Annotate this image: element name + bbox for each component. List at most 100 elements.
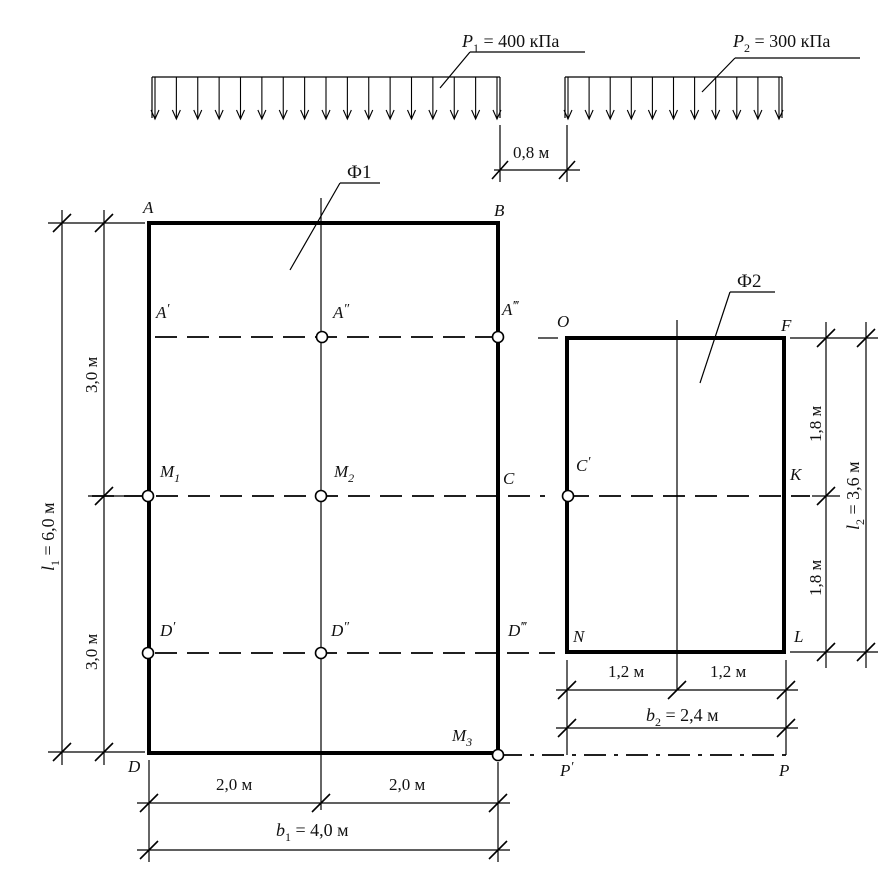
load-p1-arrow-head: [214, 109, 224, 121]
tick-f2-middle: [816, 486, 836, 506]
label-a: A: [142, 198, 154, 217]
load-p2-arrow-head: [774, 109, 784, 121]
dim-f2-top-label: 1,8 м: [806, 406, 825, 443]
load-p1-arrow-head: [193, 109, 203, 121]
tick-h-top: [94, 213, 114, 233]
tick-b1-left: [139, 840, 159, 860]
tick-b-middle: [311, 793, 331, 813]
f2-leader: [699, 291, 731, 384]
dim-b2-right-label: 1,2 м: [710, 662, 747, 681]
label-p1: P′: [559, 760, 574, 780]
tick-l2-bottom: [856, 642, 876, 662]
load-p2-arrow-head: [690, 109, 700, 121]
f2-height-dimensions: 1,8 м 1,8 м l2 = 3,6 м: [790, 322, 878, 668]
load-p2-arrow-head: [584, 109, 594, 121]
load-p2-arrow-head: [732, 109, 742, 121]
gap-tick-right: [558, 160, 576, 180]
foundation-f2-outline: [565, 336, 786, 654]
label-a3: A‴: [501, 299, 519, 319]
load-p1-arrow-head: [300, 109, 310, 121]
label-o: O: [557, 312, 569, 331]
load-p2-label: P2 = 300 кПа: [732, 31, 830, 55]
load-p2-arrow-head: [626, 109, 636, 121]
tick-h-middle: [94, 486, 114, 506]
load-p1-arrow-head: [235, 109, 246, 121]
label-n: N: [572, 627, 586, 646]
load-p2-arrows: [563, 77, 784, 121]
label-d3: D‴: [507, 620, 527, 640]
load-p1-arrow-head: [342, 109, 352, 121]
load-p2-leader: [701, 57, 736, 93]
foundation-f1-outline: [147, 221, 500, 755]
dim-l2-label: l2 = 3,6 м: [843, 461, 867, 530]
point-d1: [141, 646, 155, 660]
load-p1-arrows: [150, 77, 502, 121]
tick-h-bottom: [94, 742, 114, 762]
tick-b2h-right: [776, 680, 796, 700]
label-d: D: [127, 757, 141, 776]
load-p2-diagram: P2 = 300 кПа: [563, 31, 860, 121]
dim-h-top-label: 3,0 м: [82, 357, 101, 394]
load-p1-arrow-head: [257, 109, 267, 121]
dim-f2-bottom-label: 1,8 м: [806, 560, 825, 597]
dim-b-left-label: 2,0 м: [216, 775, 253, 794]
load-p1-arrow-head: [449, 109, 459, 121]
f1-width-dimensions: 2,0 м 2,0 м b1 = 4,0 м: [137, 760, 510, 862]
f1-height-dimensions: l1 = 6,0 м 3,0 м 3,0 м: [38, 210, 145, 765]
load-p1-arrow-head: [321, 109, 331, 121]
load-p1-arrow-head: [278, 109, 288, 121]
gap-dimension: 0,8 м: [491, 125, 580, 182]
load-p2-arrow-head: [605, 109, 615, 121]
load-p2-arrow-head: [668, 109, 679, 121]
load-p1-arrow-head: [406, 109, 417, 121]
load-p1-arrow-head: [385, 109, 395, 121]
load-p2-arrow-head: [753, 109, 763, 121]
label-c: C: [503, 469, 515, 488]
load-p1-leader: [439, 51, 471, 89]
label-m3: M3: [451, 726, 472, 749]
load-p1-arrow-head: [428, 109, 438, 121]
load-p2-arrow-head: [711, 109, 721, 121]
dim-b1-label: b1 = 4,0 м: [276, 820, 349, 844]
label-l: L: [793, 627, 803, 646]
point-c1: [561, 489, 575, 503]
dim-b-right-label: 2,0 м: [389, 775, 426, 794]
label-m2: M2: [333, 462, 354, 485]
load-p1-arrow-head: [492, 109, 502, 121]
point-labels: A B D A′ A″ A‴ M1 M2 M3 C C′ D′ D″ D‴ O …: [127, 198, 803, 780]
foundation-f2-label: Ф2: [737, 271, 762, 292]
foundation-f1: Ф1: [92, 162, 555, 810]
label-b: B: [494, 201, 505, 220]
tick-b2h-middle: [667, 680, 687, 700]
gap-tick-left: [491, 160, 509, 180]
f2-width-dimensions: 1,2 м 1,2 м b2 = 2,4 м: [556, 660, 798, 755]
point-m3: [491, 748, 505, 762]
point-m2: [314, 489, 328, 503]
tick-f2-bottom: [816, 642, 836, 662]
tick-f2-top: [816, 328, 836, 348]
load-p1-label: P1 = 400 кПа: [461, 31, 559, 55]
label-a1: A′: [155, 302, 170, 322]
label-f: F: [780, 316, 792, 335]
f1-leader: [289, 182, 341, 271]
tick-b2-right: [776, 718, 796, 738]
tick-b2-left: [557, 718, 577, 738]
label-c1: C′: [576, 455, 591, 475]
gap-label: 0,8 м: [513, 143, 550, 162]
tick-b-left: [139, 793, 159, 813]
tick-l2-top: [856, 328, 876, 348]
tick-b1-right: [488, 840, 508, 860]
load-p1-arrow-head: [150, 109, 160, 121]
dim-l1-label: l1 = 6,0 м: [38, 502, 62, 571]
load-p1-arrow-head: [471, 109, 481, 121]
dim-b2-left-label: 1,2 м: [608, 662, 645, 681]
load-p1-arrow-head: [171, 109, 181, 121]
tick-b-right: [488, 793, 508, 813]
load-p1-diagram: P1 = 400 кПа: [150, 31, 585, 121]
load-p2-arrow-head: [563, 109, 573, 121]
dim-h-bottom-label: 3,0 м: [82, 634, 101, 671]
point-a2: [315, 330, 329, 344]
load-p2-arrow-head: [647, 109, 657, 121]
